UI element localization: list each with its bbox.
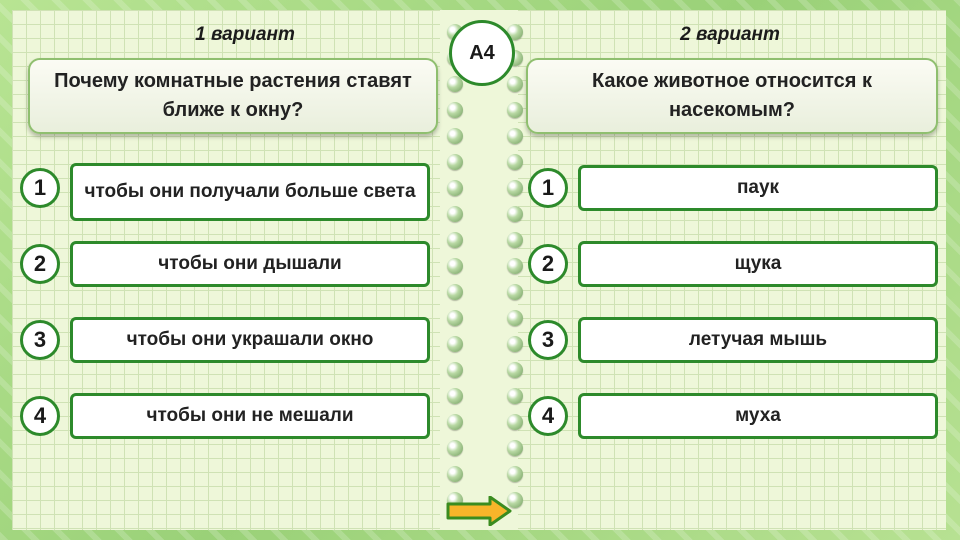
variant-1-answer-1-number[interactable]: 1: [20, 168, 60, 208]
variant-1-answer-2-number[interactable]: 2: [20, 244, 60, 284]
bead-decoration: [447, 154, 463, 170]
variant-1-answer-3[interactable]: чтобы они украшали окно: [70, 317, 430, 363]
bead-decoration: [447, 258, 463, 274]
variant-1-title: 1 вариант: [195, 24, 295, 45]
question-number-badge: А4: [449, 20, 515, 86]
bead-decoration: [507, 180, 523, 196]
variant-2-question: Какое животное относится к насекомым?: [526, 58, 938, 134]
bead-decoration: [507, 24, 523, 40]
bead-decoration: [447, 102, 463, 118]
variant-1-answer-4-number[interactable]: 4: [20, 396, 60, 436]
bead-decoration: [447, 206, 463, 222]
bead-decoration: [447, 128, 463, 144]
variant-2-answer-1-number[interactable]: 1: [528, 168, 568, 208]
variant-2-answer-1[interactable]: паук: [578, 165, 938, 211]
variant-2-answer-2-number[interactable]: 2: [528, 244, 568, 284]
bead-decoration: [507, 128, 523, 144]
bead-decoration: [447, 414, 463, 430]
variant-2-answer-4[interactable]: муха: [578, 393, 938, 439]
variant-2-answer-3-number[interactable]: 3: [528, 320, 568, 360]
bead-decoration: [507, 284, 523, 300]
variant-1-answer-3-number[interactable]: 3: [20, 320, 60, 360]
bead-decoration: [507, 466, 523, 482]
bead-decoration: [507, 362, 523, 378]
bead-decoration: [507, 206, 523, 222]
bead-decoration: [447, 466, 463, 482]
variant-2-title: 2 вариант: [680, 24, 780, 45]
bead-decoration: [507, 492, 523, 508]
variant-2-answer-4-number[interactable]: 4: [528, 396, 568, 436]
next-button[interactable]: [446, 495, 512, 527]
bead-decoration: [447, 362, 463, 378]
variant-1-question: Почему комнатные растения ставят ближе к…: [28, 58, 438, 134]
bead-decoration: [447, 310, 463, 326]
bead-decoration: [507, 336, 523, 352]
bead-decoration: [507, 232, 523, 248]
variant-2-answer-2[interactable]: щука: [578, 241, 938, 287]
variant-2-answer-3[interactable]: летучая мышь: [578, 317, 938, 363]
bead-decoration: [507, 310, 523, 326]
variant-1-answer-4[interactable]: чтобы они не мешали: [70, 393, 430, 439]
variant-1-answer-2[interactable]: чтобы они дышали: [70, 241, 430, 287]
bead-decoration: [447, 180, 463, 196]
arrow-right-icon: [446, 495, 512, 527]
bead-decoration: [507, 102, 523, 118]
bead-decoration: [447, 76, 463, 92]
bead-decoration: [507, 440, 523, 456]
bead-decoration: [507, 388, 523, 404]
bead-decoration: [507, 414, 523, 430]
bead-decoration: [447, 388, 463, 404]
bead-decoration: [447, 336, 463, 352]
bead-decoration: [507, 154, 523, 170]
bead-decoration: [507, 258, 523, 274]
bead-decoration: [447, 232, 463, 248]
bead-decoration: [507, 76, 523, 92]
variant-1-answer-1[interactable]: чтобы они получали больше света: [70, 163, 430, 221]
bead-decoration: [447, 284, 463, 300]
bead-decoration: [447, 440, 463, 456]
